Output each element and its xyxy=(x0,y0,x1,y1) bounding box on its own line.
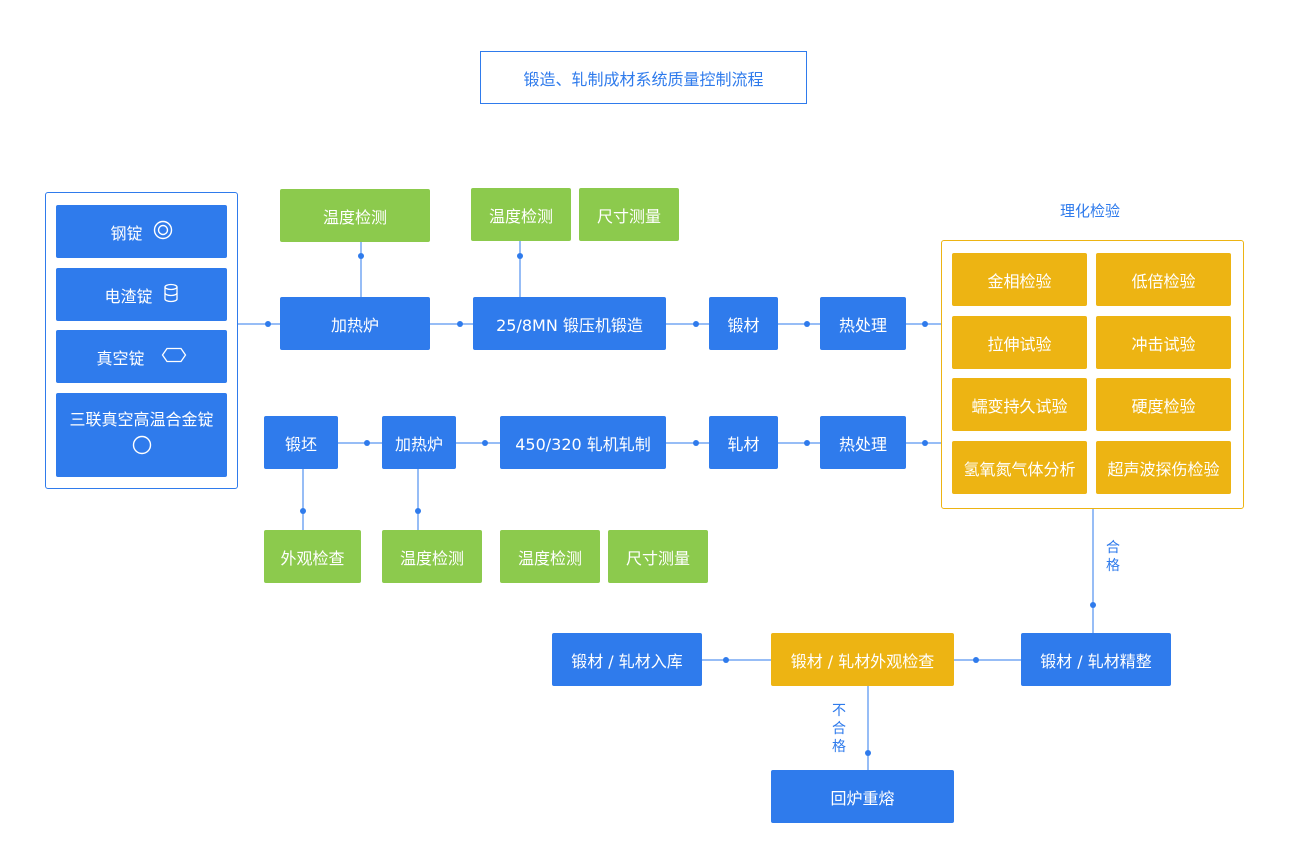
forging-press-size-check[interactable]: 尺寸测量 xyxy=(579,188,679,241)
ingot-esr[interactable]: 电渣锭 xyxy=(56,268,227,321)
lab-test[interactable]: 冲击试验 xyxy=(1096,316,1231,369)
forging-heating-furnace[interactable]: 加热炉 xyxy=(280,297,430,350)
ingot-steel-label: 钢锭 xyxy=(110,223,143,243)
cylinder-icon xyxy=(163,283,179,307)
rolling-heating-furnace[interactable]: 加热炉 xyxy=(382,416,456,469)
ingot-steel[interactable]: 钢锭 xyxy=(56,205,227,258)
remelt-box[interactable]: 回炉重熔 xyxy=(771,770,954,823)
forging-press-temp-check[interactable]: 温度检测 xyxy=(471,188,571,241)
forging-heat-treatment[interactable]: 热处理 xyxy=(820,297,906,350)
rolled-product[interactable]: 轧材 xyxy=(709,416,778,469)
lab-test[interactable]: 硬度检验 xyxy=(1096,378,1231,431)
rolling-mill-size-check[interactable]: 尺寸测量 xyxy=(608,530,708,583)
ingot-vacuum[interactable]: 真空锭 xyxy=(56,330,227,383)
lab-test[interactable]: 蠕变持久试验 xyxy=(952,378,1087,431)
ingot-triple-vacuum-label: 三联真空高温合金锭 xyxy=(69,410,214,430)
rolling-mill[interactable]: 450/320 轧机轧制 xyxy=(500,416,666,469)
lab-test[interactable]: 低倍检验 xyxy=(1096,253,1231,306)
lab-test[interactable]: 超声波探伤检验 xyxy=(1096,441,1231,494)
rolling-heat-treatment[interactable]: 热处理 xyxy=(820,416,906,469)
billet-visual-check[interactable]: 外观检查 xyxy=(264,530,361,583)
ingot-esr-label: 电渣锭 xyxy=(104,286,153,306)
finishing-box[interactable]: 锻材 / 轧材精整 xyxy=(1021,633,1171,686)
forged-product[interactable]: 锻材 xyxy=(709,297,778,350)
rolling-mill-temp-check[interactable]: 温度检测 xyxy=(500,530,600,583)
lab-test[interactable]: 金相检验 xyxy=(952,253,1087,306)
visual-inspection-box[interactable]: 锻材 / 轧材外观检查 xyxy=(771,633,954,686)
forging-press[interactable]: 25/8MN 锻压机锻造 xyxy=(473,297,666,350)
rolling-heating-temp-check[interactable]: 温度检测 xyxy=(382,530,482,583)
hexagon-icon xyxy=(161,347,187,367)
circle-icon xyxy=(132,435,152,463)
pass-label: 合格 xyxy=(1106,540,1120,574)
ingot-triple-vacuum[interactable]: 三联真空高温合金锭 xyxy=(56,393,227,477)
lab-title: 理化检验 xyxy=(1060,202,1121,220)
ingot-vacuum-label: 真空锭 xyxy=(96,348,145,368)
page-title: 锻造、轧制成材系统质量控制流程 xyxy=(480,51,807,104)
double-circle-icon xyxy=(153,220,173,244)
forging-heating-temp-check[interactable]: 温度检测 xyxy=(280,189,430,242)
fail-label: 不合格 xyxy=(832,703,846,755)
lab-test[interactable]: 拉伸试验 xyxy=(952,316,1087,369)
storage-box[interactable]: 锻材 / 轧材入库 xyxy=(552,633,702,686)
ingot-group-frame xyxy=(45,192,238,489)
lab-group-frame xyxy=(941,240,1244,509)
forged-billet[interactable]: 锻坯 xyxy=(264,416,338,469)
lab-test[interactable]: 氢氧氮气体分析 xyxy=(952,441,1087,494)
